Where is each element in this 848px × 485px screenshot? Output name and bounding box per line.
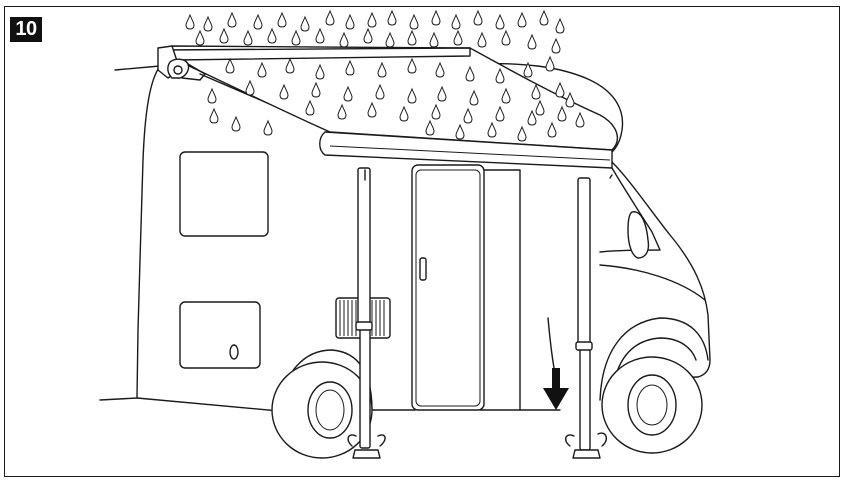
awning-support-leg-right xyxy=(564,177,608,459)
entry-door xyxy=(411,164,521,411)
rear-wheel xyxy=(271,361,373,459)
hatch-lock xyxy=(229,344,239,360)
side-window xyxy=(179,151,269,237)
step-number-badge: 10 xyxy=(10,17,42,42)
awning-canopy xyxy=(157,45,619,169)
down-arrow-icon xyxy=(543,317,569,410)
storage-hatch xyxy=(179,301,261,369)
figure-frame xyxy=(4,6,840,477)
awning-support-leg-left xyxy=(347,167,386,459)
front-wheel xyxy=(601,356,703,454)
